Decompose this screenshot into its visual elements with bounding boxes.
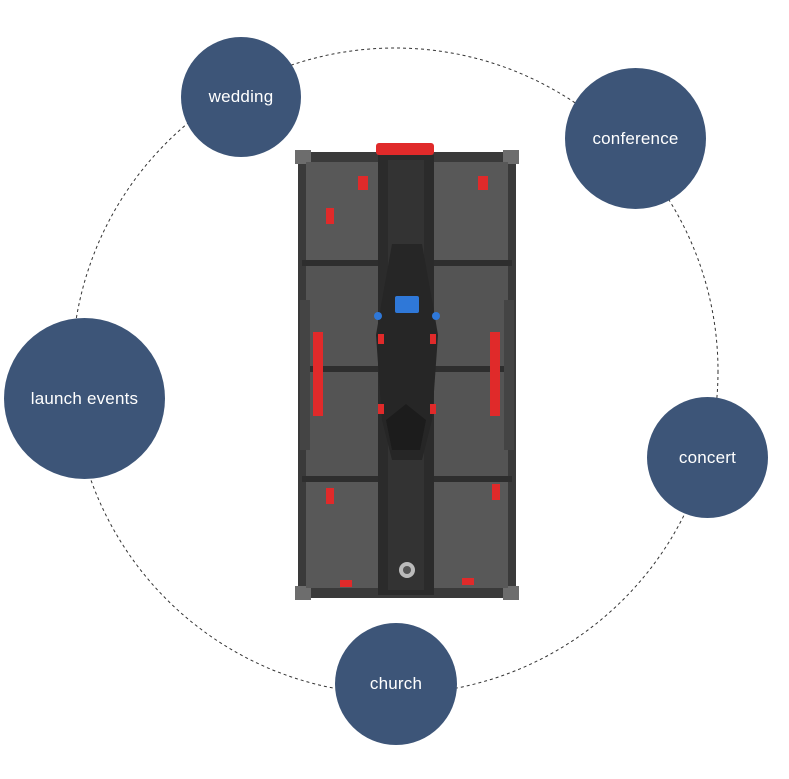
wedding-label: wedding	[208, 87, 274, 106]
concert-bubble: concert	[647, 397, 768, 518]
concert-label: concert	[678, 447, 737, 467]
led-cabinet-panel-image	[295, 143, 519, 600]
conference-label: conference	[592, 128, 679, 148]
church-bubble: church	[335, 623, 457, 745]
wedding-bubble: wedding	[181, 37, 301, 157]
launch-events-label: launch events	[30, 388, 139, 408]
church-label: church	[369, 674, 423, 693]
launch-events-bubble: launch events	[4, 318, 165, 479]
conference-bubble: conference	[565, 68, 706, 209]
